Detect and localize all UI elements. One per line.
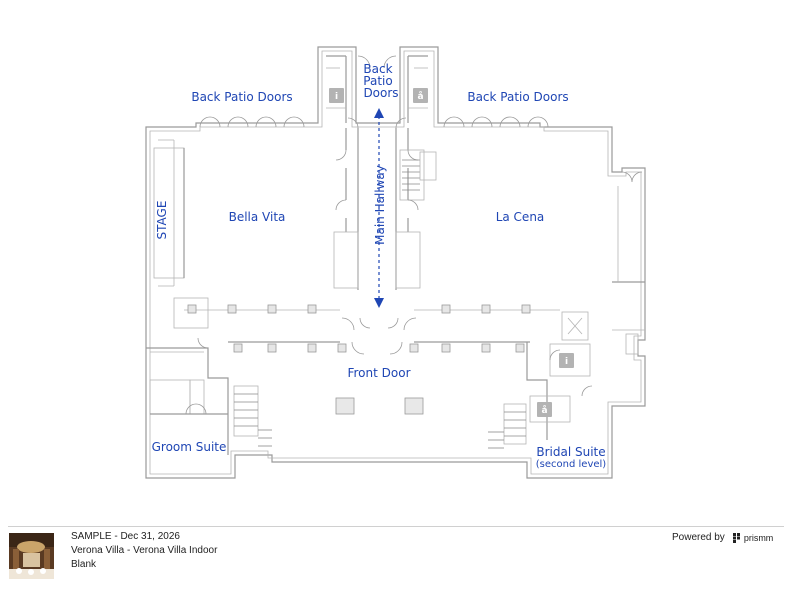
pillar: [307, 304, 317, 314]
venue-line: Verona Villa - Verona Villa Indoor: [71, 545, 218, 556]
venue-thumbnail: [9, 533, 54, 579]
event-date-line: SAMPLE - Dec 31, 2026: [71, 531, 180, 542]
partitions: i å: [146, 171, 645, 455]
restroom-icon: [537, 402, 552, 417]
restroom-icon: [329, 88, 344, 103]
pillar: [481, 304, 491, 314]
svg-text:i: i: [335, 92, 338, 102]
brand-logo[interactable]: prismm: [732, 532, 774, 543]
stage-area: [153, 139, 185, 287]
column: [335, 397, 355, 415]
outer-walls: [145, 46, 646, 479]
label-main-hallway: Main Hallway: [373, 165, 387, 245]
label-front-door: Front Door: [347, 366, 410, 380]
label-back-patio-top: Patio: [363, 74, 392, 88]
label-bella-vita: Bella Vita: [229, 210, 286, 224]
label-groom-suite: Groom Suite: [152, 440, 227, 454]
prismm-logo-icon: [732, 532, 740, 543]
layout-line: Blank: [71, 559, 97, 570]
label-bridal-suite-note: (second level): [536, 459, 607, 470]
back-patio-doors-left: [199, 116, 305, 128]
back-patio-doors-right: [443, 116, 549, 128]
room-labels: Back Patio Doors Back Patio Doors Back P…: [152, 62, 607, 470]
restroom-icon: [559, 353, 574, 368]
event-meta: SAMPLE - Dec 31, 2026 Verona Villa - Ver…: [71, 530, 217, 572]
brand-name: prismm: [743, 532, 774, 543]
footer-divider: [8, 526, 784, 527]
pillar: [521, 304, 531, 314]
stairs: [488, 403, 527, 449]
label-back-patio-doors-right: Back Patio Doors: [467, 90, 568, 104]
label-back-patio-top: Back: [363, 62, 392, 76]
pillar: [441, 304, 451, 314]
pillar: [227, 304, 237, 314]
floor-plan: i å: [145, 46, 646, 479]
label-bridal-suite: Bridal Suite: [536, 445, 605, 459]
stairs: [233, 385, 272, 447]
arrow-icon: [374, 108, 384, 308]
powered-by-label: Powered by: [672, 532, 725, 543]
column: [404, 397, 424, 415]
restroom-icon: [413, 88, 428, 103]
svg-text:å: å: [541, 405, 547, 416]
label-back-patio-top: Doors: [363, 86, 398, 100]
stairs: [402, 151, 437, 191]
svg-text:å: å: [417, 91, 423, 102]
hallway-walls: [333, 108, 437, 331]
back-patio-wing: i å: [326, 55, 428, 129]
label-back-patio-doors-left: Back Patio Doors: [191, 90, 292, 104]
pillar: [187, 304, 197, 314]
svg-text:i: i: [565, 357, 568, 367]
label-stage: STAGE: [155, 201, 169, 240]
powered-by: Powered by prismm: [672, 532, 773, 543]
label-la-cena: La Cena: [496, 210, 545, 224]
pillar: [267, 304, 277, 314]
